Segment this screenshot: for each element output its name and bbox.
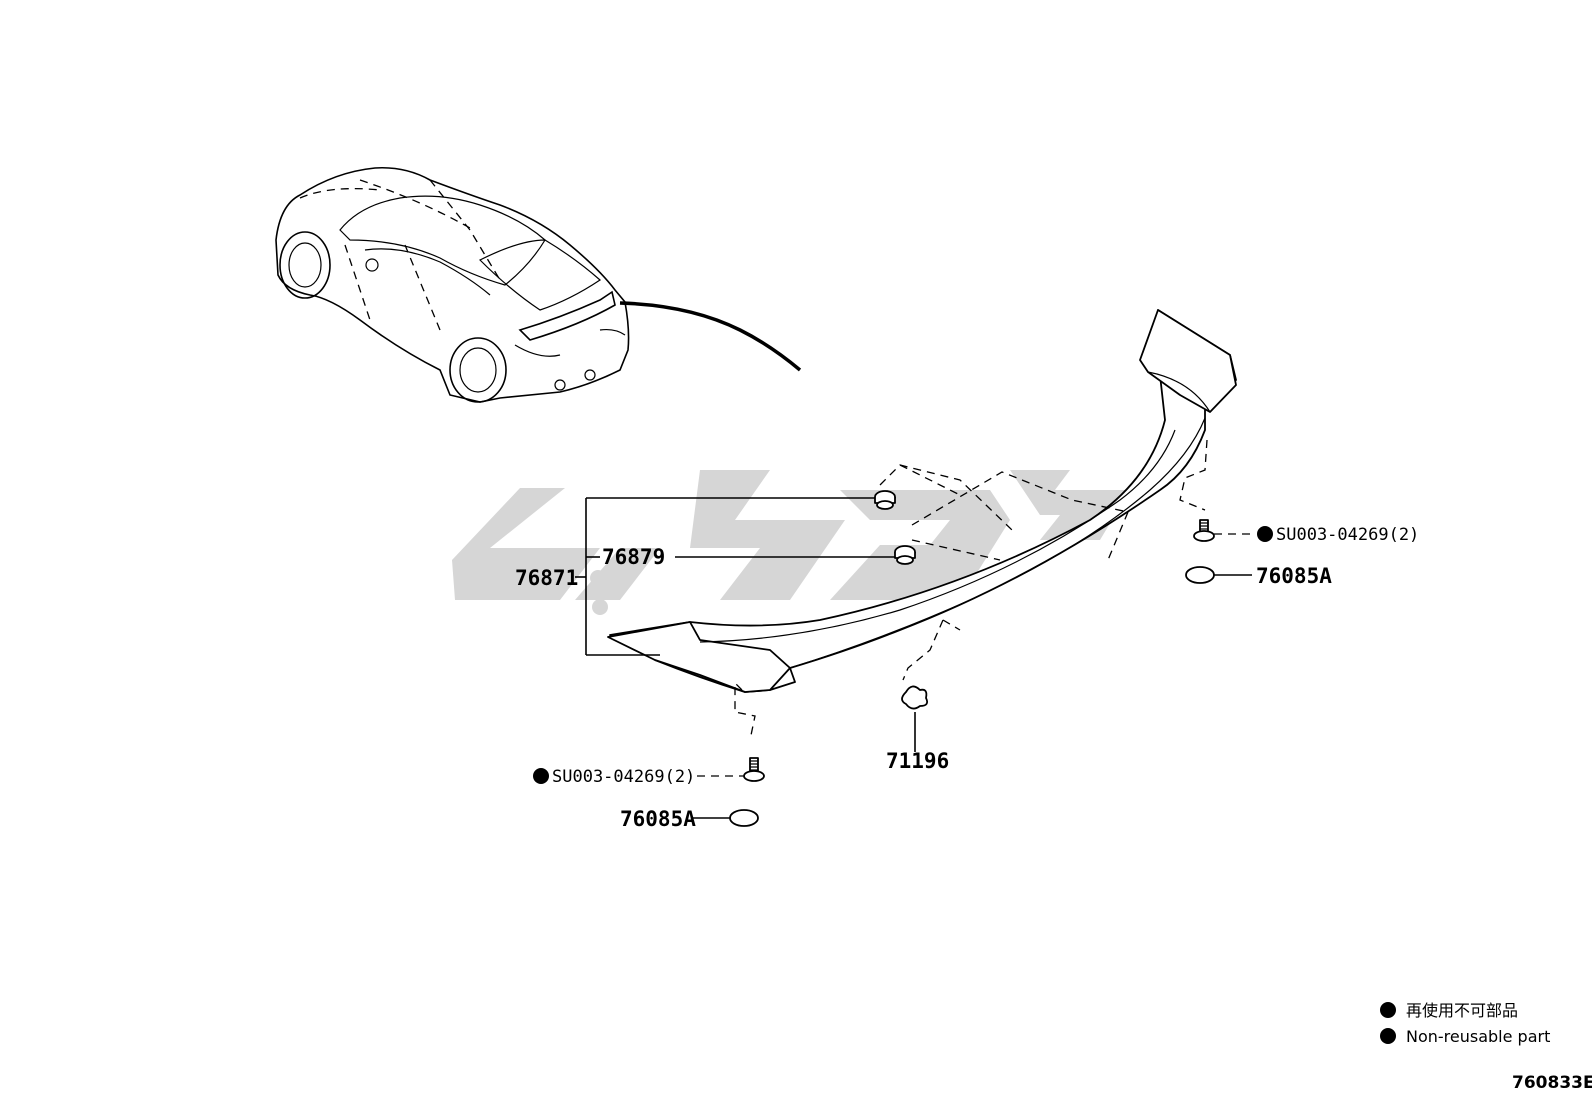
car-illustration [275,166,802,403]
legend-text-en: Non-reusable part [1406,1027,1550,1046]
leader-lines [575,497,1256,819]
cap-right [1185,566,1215,584]
clip-upper-2 [894,545,916,565]
legend-marker-2 [1380,1028,1396,1044]
bolt-left [743,757,765,782]
clip-upper-1 [874,490,896,510]
legend-marker-1 [1380,1002,1396,1018]
watermark-logo [452,470,1130,615]
nonreusable-marker-left [533,768,549,784]
label-bolt-right: SU003-04269(2) [1276,525,1419,545]
bolt-right [1193,519,1215,542]
label-cap-right: 76085A [1256,564,1332,588]
cap-left [729,809,759,827]
diagram-reference-code: 760833E [1512,1073,1592,1093]
label-cap-left: 76085A [620,807,696,831]
rear-spoiler-part [607,309,1237,693]
nonreusable-marker-right [1257,526,1273,542]
legend: 再使用不可部品 Non-reusable part [1380,1001,1550,1046]
label-clip-upper: 76879 [602,545,665,569]
label-bolt-left: SU003-04269(2) [552,767,695,787]
install-dashed-lines [734,439,1208,741]
legend-text-ja: 再使用不可部品 [1406,1001,1518,1020]
clip-lower [901,685,929,710]
label-assembly: 76871 [515,566,578,590]
label-clip-lower: 71196 [886,749,949,773]
